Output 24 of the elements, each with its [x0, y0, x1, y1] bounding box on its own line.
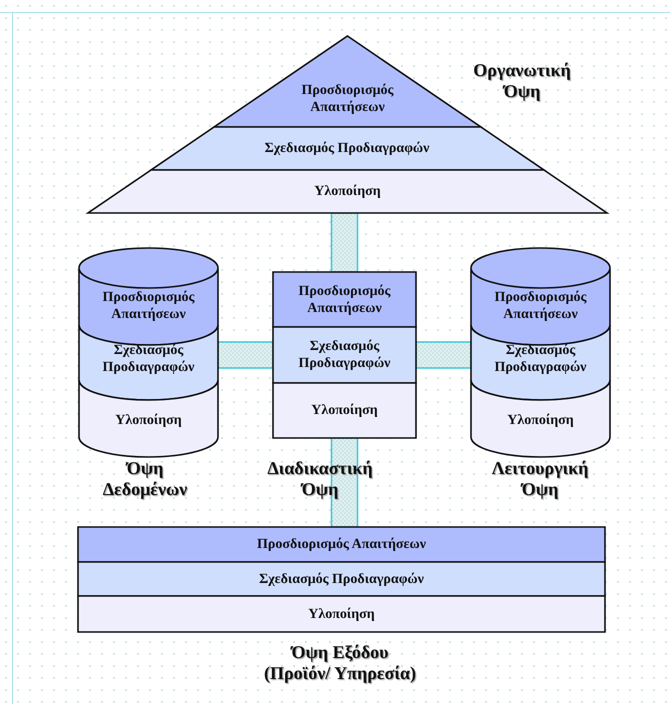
connector-bar: [330, 437, 358, 528]
connector-bar: [415, 341, 472, 369]
layer-band: Προσδιορισμός Απαιτήσεων: [78, 527, 605, 562]
layer-band: Υλοποίηση: [78, 596, 605, 632]
view-caption: Όψη Εξόδου (Προϊόν/ Υπηρεσία): [263, 642, 417, 684]
layer-band: Προσδιορισμός Απαιτήσεων: [273, 272, 416, 327]
layer-band: Υλοποίηση: [79, 380, 218, 457]
cylinder-shape: [79, 248, 218, 457]
view-caption: Όψη Δεδομένων: [102, 458, 188, 500]
band-shape: [78, 527, 605, 632]
pyramid-shape: [88, 36, 607, 213]
layer-band: Προσδιορισμός Απαιτήσεων: [471, 248, 610, 345]
cylinder-shape: [471, 248, 610, 457]
connector-bar: [217, 341, 274, 369]
layer-band: Σχεδιασμός Προδιαγραφών: [78, 562, 605, 596]
process-box: [273, 272, 416, 438]
connector-bar: [330, 212, 358, 273]
layer-band: Υλοποίηση: [471, 380, 610, 457]
layer-band: Υλοποίηση: [273, 383, 416, 438]
layer-band: Προσδιορισμός Απαιτήσεων: [79, 248, 218, 345]
view-caption: Οργανωτική Όψη: [472, 60, 572, 102]
view-caption: Λειτουργική Όψη: [490, 458, 590, 500]
layer-band: Υλοποίηση: [88, 170, 607, 213]
layer-band: Σχεδιασμός Προδιαγραφών: [273, 327, 416, 383]
